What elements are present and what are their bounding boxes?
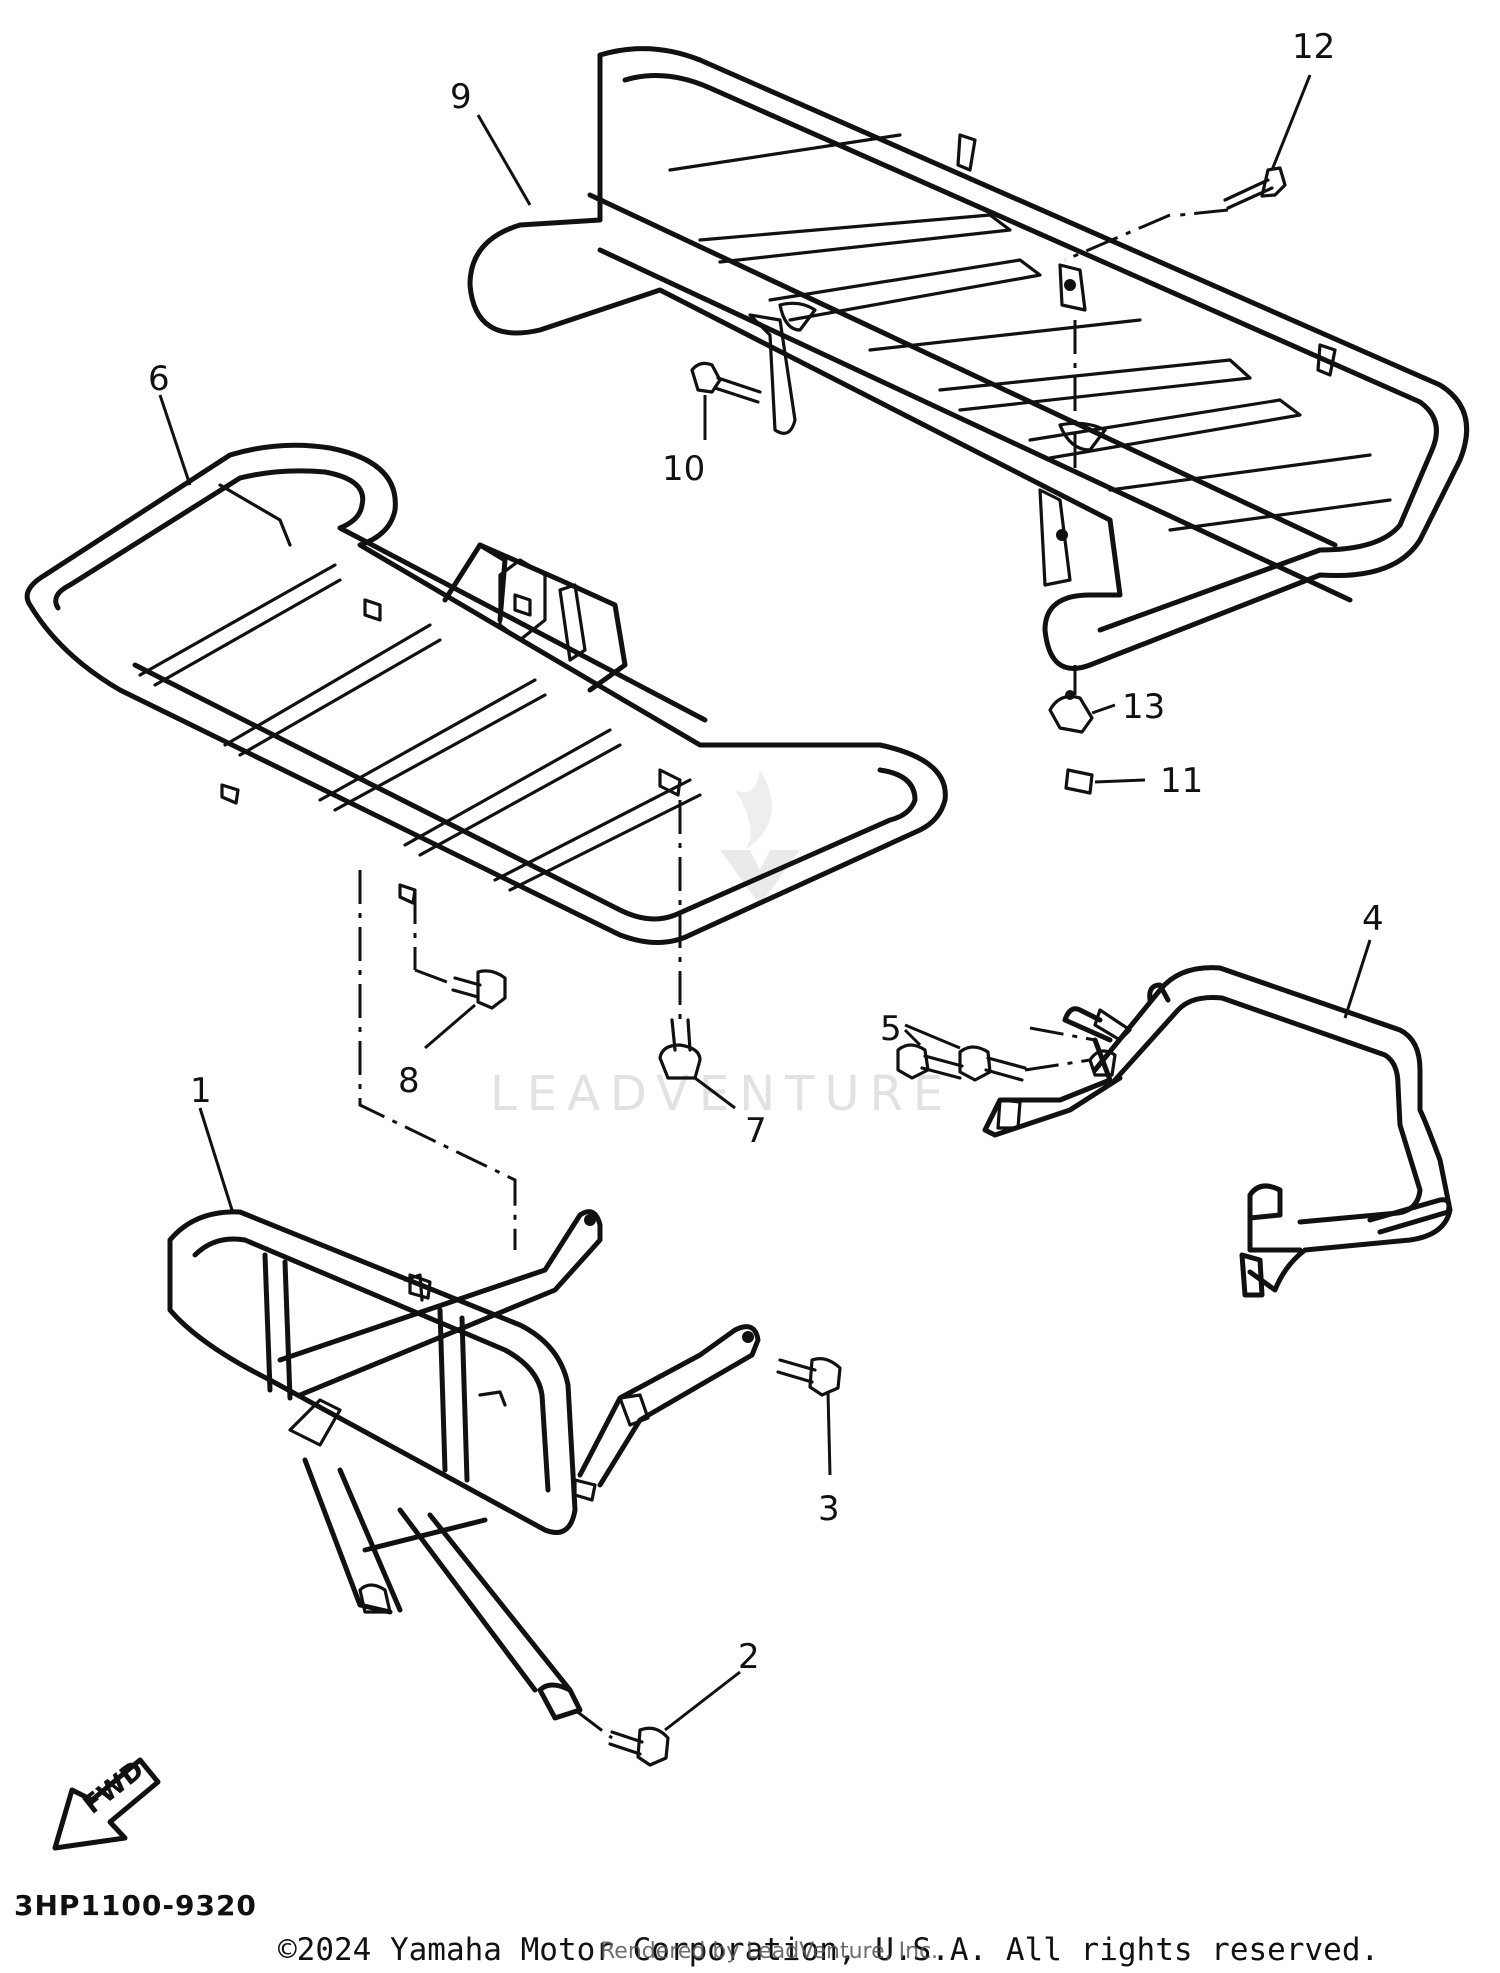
- front-carrier-part-6[interactable]: [24, 442, 948, 945]
- leader-5a: [904, 1023, 961, 1050]
- leader-6: [158, 394, 192, 486]
- watermark-text: LEADVENTURE: [490, 1066, 953, 1122]
- callout-7: 7: [745, 1111, 767, 1151]
- bolt-part-7[interactable]: [658, 1018, 702, 1080]
- leader-13: [1091, 703, 1116, 715]
- callout-13: 13: [1122, 687, 1165, 727]
- leader-11: [1094, 778, 1146, 784]
- front-guard-part-1[interactable]: [167, 1209, 761, 1721]
- callout-5: 5: [880, 1009, 902, 1049]
- diagram-code: 3HP1100-9320: [14, 1889, 257, 1922]
- leader-12: [1270, 74, 1312, 171]
- callout-10: 10: [662, 449, 705, 489]
- callout-4: 4: [1362, 899, 1384, 939]
- callout-11: 11: [1160, 761, 1203, 801]
- callout-8: 8: [398, 1061, 420, 1101]
- leader-7: [694, 1076, 736, 1110]
- leader-4: [1343, 939, 1372, 1019]
- leader-5b: [903, 1028, 922, 1047]
- leader-2: [664, 1670, 741, 1732]
- clip-nut-part-13[interactable]: [1048, 690, 1094, 734]
- fwd-arrow-icon: FWD: [52, 1755, 161, 1851]
- callout-2: 2: [738, 1637, 760, 1677]
- leader-1: [198, 1107, 234, 1211]
- bolts-part-5[interactable]: [896, 1043, 1027, 1082]
- leader-8: [424, 1003, 476, 1050]
- bolt-part-12[interactable]: [1223, 166, 1287, 210]
- callout-1: 1: [190, 1071, 212, 1111]
- bolt-part-10[interactable]: [690, 361, 762, 404]
- bolt-part-8[interactable]: [451, 969, 507, 1010]
- side-guard-part-4[interactable]: [982, 965, 1453, 1298]
- leader-3: [826, 1391, 832, 1476]
- callout-6: 6: [148, 359, 170, 399]
- bolt-part-3[interactable]: [776, 1357, 842, 1397]
- callout-3: 3: [818, 1489, 840, 1529]
- fwd-label: FWD: [78, 1755, 150, 1821]
- collar-part-11[interactable]: [1064, 768, 1094, 795]
- callout-12: 12: [1292, 27, 1335, 67]
- bolt-part-2[interactable]: [608, 1726, 670, 1767]
- copyright-text: ©2024 Yamaha Motor Corporation, U.S.A. A…: [278, 1932, 1379, 1968]
- callout-9: 9: [450, 77, 472, 117]
- rendered-by-text: Rendered by LeadVenture, Inc.: [600, 1939, 938, 1964]
- leader-9: [476, 114, 532, 206]
- rear-carrier-part-9[interactable]: [467, 46, 1470, 671]
